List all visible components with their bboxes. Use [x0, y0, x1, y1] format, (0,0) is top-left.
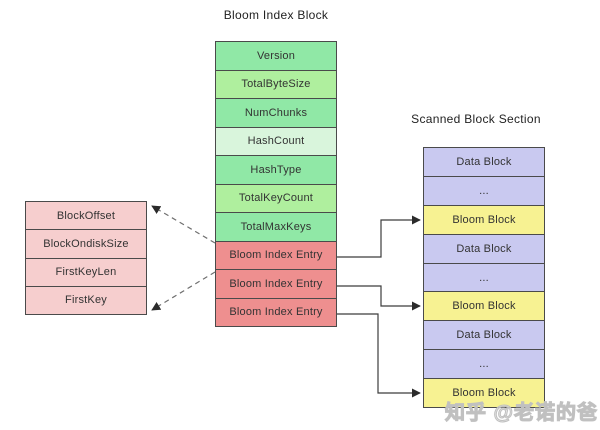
zhihu-watermark: 知乎 @老诺的爸: [444, 402, 598, 425]
entry-detail-row-3: FirstKey: [26, 286, 146, 314]
bloom-index-block-title: Bloom Index Block: [223, 8, 329, 22]
bloom-index-row-3: HashCount: [216, 127, 336, 156]
scanned-block-section-title: Scanned Block Section: [411, 112, 541, 126]
scanned-block-row-2: Bloom Block: [424, 205, 544, 235]
entry-detail-row-1: BlockOndiskSize: [26, 230, 146, 259]
scanned-block-row-5: Bloom Block: [424, 292, 544, 322]
bloom-index-row-8: Bloom Index Entry: [216, 270, 336, 299]
entry-detail-row-2: FirstKeyLen: [26, 258, 146, 287]
bloom-index-row-6: TotalMaxKeys: [216, 213, 336, 242]
arrow-entry1-to-bloom-block1: [337, 215, 421, 258]
bloom-index-row-9: Bloom Index Entry: [216, 298, 336, 326]
arrow-entry2-to-bloom-block2: [337, 285, 421, 311]
bloom-index-row-0: Version: [216, 42, 336, 71]
bloom-index-row-4: HashType: [216, 156, 336, 185]
scanned-block-row-4: ...: [424, 263, 544, 293]
bloom-index-row-2: NumChunks: [216, 99, 336, 128]
bloom-index-row-5: TotalKeyCount: [216, 184, 336, 213]
bloom-index-row-1: TotalByteSize: [216, 70, 336, 99]
arrow-entry3-to-bloom-block3: [337, 313, 421, 398]
scanned-block-row-3: Data Block: [424, 234, 544, 264]
scanned-block-row-1: ...: [424, 176, 544, 206]
scanned-block-row-8: Bloom Block: [424, 379, 544, 408]
entry-detail-row-0: BlockOffset: [26, 202, 146, 231]
bloom-index-row-7: Bloom Index Entry: [216, 241, 336, 270]
scanned-block-row-7: ...: [424, 350, 544, 380]
scanned-block-row-0: Data Block: [424, 148, 544, 177]
dashed-arrow-entry-to-detail-bottom: [151, 271, 216, 311]
scanned-block-row-6: Data Block: [424, 321, 544, 351]
dashed-arrow-entry-to-detail-top: [151, 205, 216, 244]
